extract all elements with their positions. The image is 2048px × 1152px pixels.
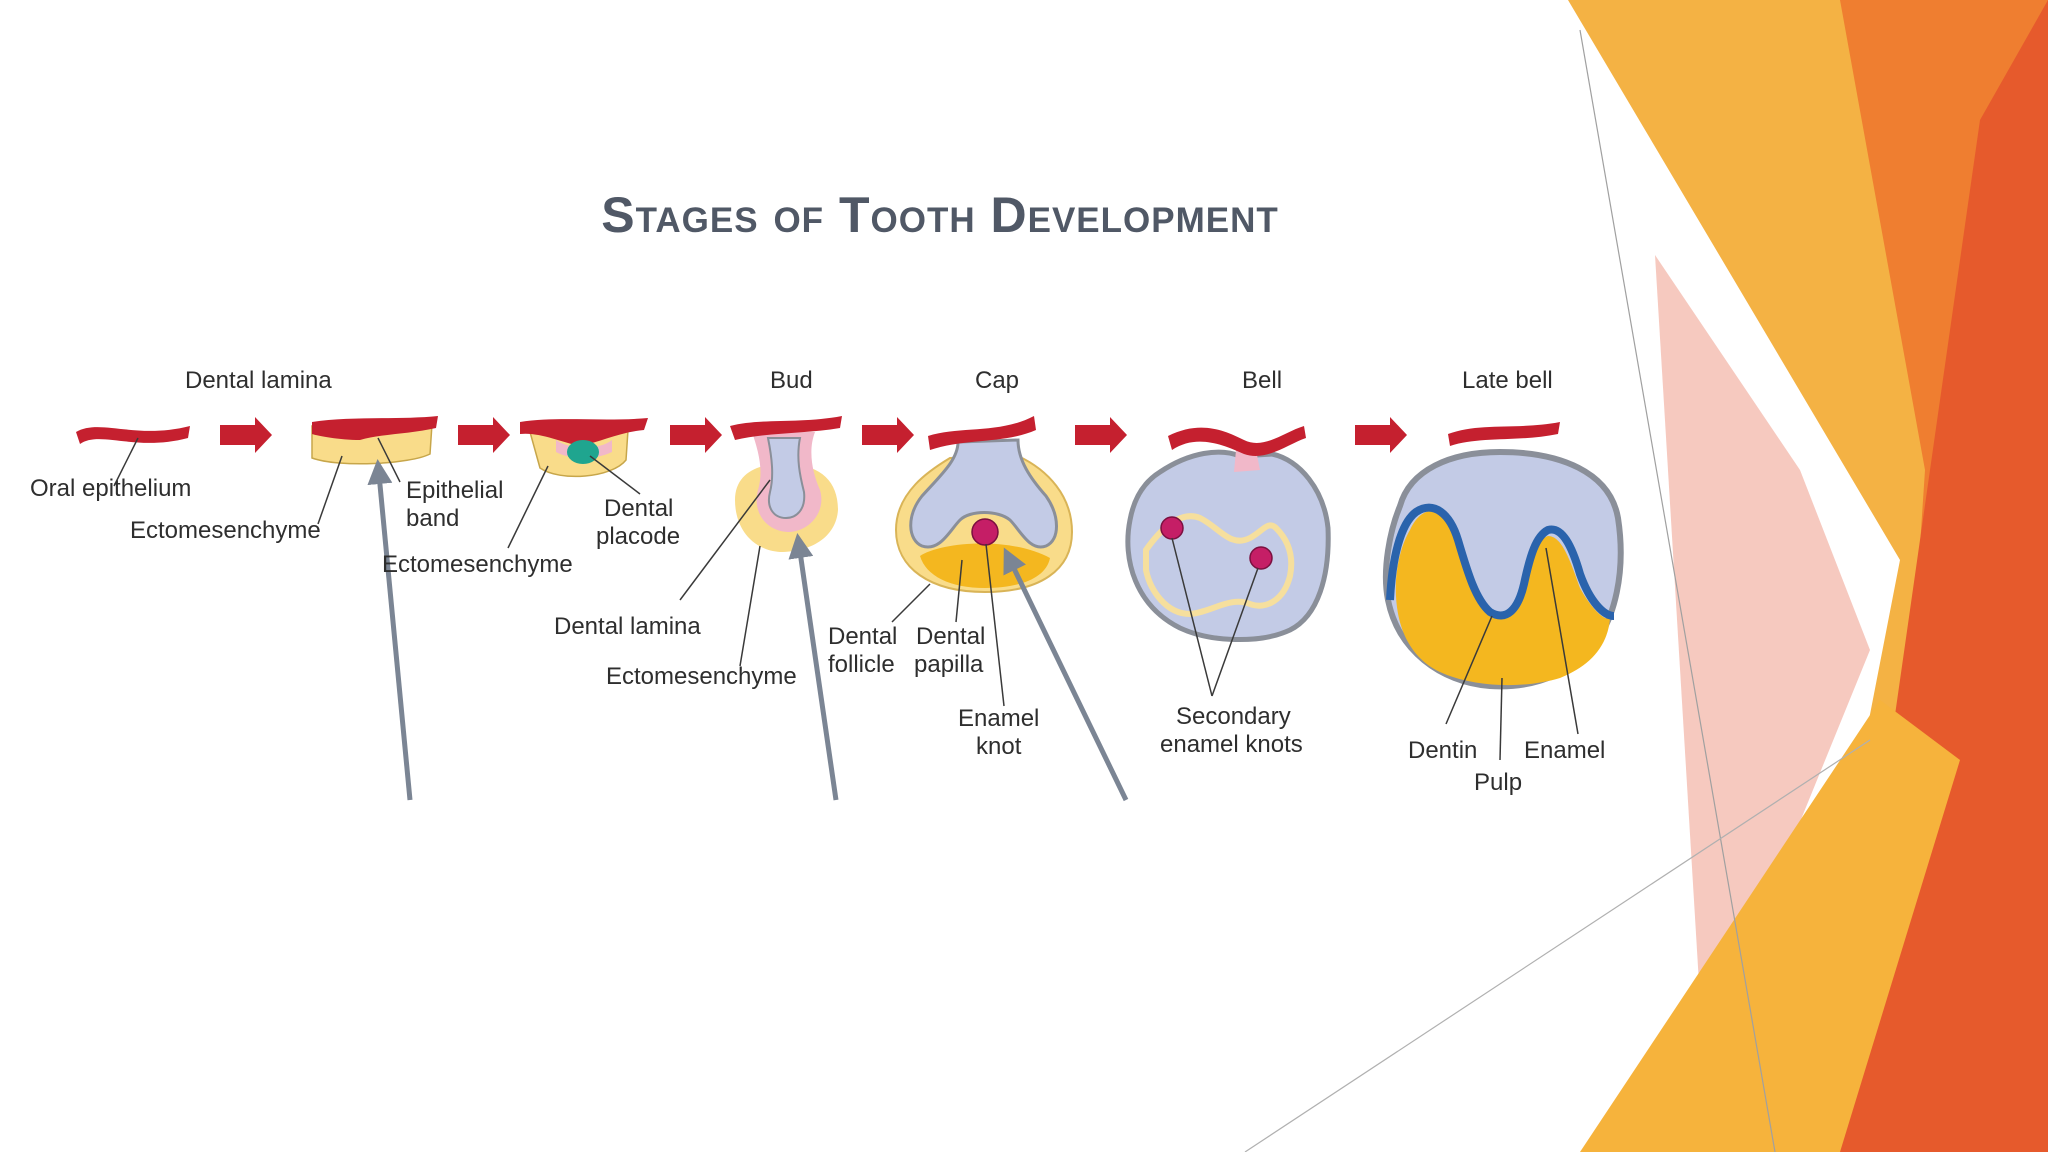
progression-arrow-3 bbox=[670, 417, 722, 453]
deco-red-orange-panel bbox=[1760, 0, 2048, 1152]
stage-bell bbox=[1125, 426, 1331, 643]
deco-yellow-panel bbox=[1580, 700, 1960, 1152]
stage-label-bud: Bud bbox=[770, 367, 813, 394]
cap-epithelium bbox=[928, 416, 1036, 450]
pointer-arrow-3 bbox=[1003, 547, 1129, 802]
cap-enamel-knot bbox=[971, 518, 999, 546]
leader-pulp bbox=[1499, 677, 1503, 761]
leader-ectomesenchyme-2 bbox=[507, 465, 549, 549]
leader-dental-papilla bbox=[955, 559, 963, 623]
stage-label-late-bell: Late bell bbox=[1462, 367, 1553, 394]
leader-dental-placode bbox=[589, 455, 641, 495]
bell-secondary-knot-1 bbox=[1160, 516, 1184, 540]
bud-enamel-organ bbox=[766, 437, 806, 520]
stage-oral-epithelium bbox=[76, 426, 190, 444]
progression-arrow-4 bbox=[862, 417, 914, 453]
oral-epithelium-band bbox=[76, 426, 190, 444]
label-ectomesenchyme-2: Ectomesenchyme bbox=[382, 551, 573, 578]
stage-bud bbox=[730, 416, 842, 552]
label-secondary-knots-line1: Secondary bbox=[1176, 703, 1291, 730]
progression-arrow-6 bbox=[1355, 417, 1407, 453]
label-dentin: Dentin bbox=[1408, 737, 1477, 764]
bell-inner-epithelium-line bbox=[1143, 513, 1295, 618]
stage-label-cap: Cap bbox=[975, 367, 1019, 394]
leader-enamel-knot bbox=[985, 543, 1005, 707]
label-secondary-knots-line2: enamel knots bbox=[1160, 731, 1303, 758]
leader-dentin bbox=[1445, 615, 1493, 725]
bell-epithelium bbox=[1168, 426, 1306, 457]
label-epithelial-band-line1: Epithelial bbox=[406, 477, 503, 504]
label-enamel: Enamel bbox=[1524, 737, 1605, 764]
bell-enamel-organ bbox=[1125, 449, 1331, 643]
late-bell-epithelium bbox=[1448, 422, 1560, 446]
pointer-arrow-1 bbox=[367, 459, 413, 801]
progression-arrow-2 bbox=[458, 417, 510, 453]
label-ectomesenchyme-3: Ectomesenchyme bbox=[606, 663, 797, 690]
tooth-development-diagram: Dental lamina Bud Cap Bell Late bell bbox=[30, 367, 1624, 802]
stage-epithelial-band bbox=[311, 416, 438, 465]
progression-arrows bbox=[220, 417, 1407, 453]
leader-secondary-knot-2 bbox=[1211, 567, 1259, 697]
placode-epithelium bbox=[520, 418, 648, 446]
stage-label-dental-lamina: Dental lamina bbox=[185, 367, 332, 394]
label-enamel-knot-line2: knot bbox=[976, 733, 1022, 760]
stage-late-bell bbox=[1382, 422, 1624, 690]
label-oral-epithelium: Oral epithelium bbox=[30, 475, 191, 502]
leader-ectomesenchyme-1 bbox=[317, 455, 343, 525]
leader-lines bbox=[113, 437, 1579, 761]
label-dental-papilla-line2: papilla bbox=[914, 651, 984, 678]
leader-dental-lamina-bud bbox=[679, 479, 771, 601]
label-dental-placode-line2: placode bbox=[596, 523, 680, 550]
label-enamel-knot-line1: Enamel bbox=[958, 705, 1039, 732]
leader-epithelial-band bbox=[377, 437, 401, 483]
bud-epithelium bbox=[730, 416, 842, 440]
deco-pink-panel bbox=[1655, 255, 1870, 1000]
deco-thin-line-1 bbox=[1579, 29, 1776, 1152]
leader-secondary-knot-1 bbox=[1171, 537, 1213, 697]
label-dental-placode-line1: Dental bbox=[604, 495, 673, 522]
label-dental-follicle-line1: Dental bbox=[828, 623, 897, 650]
late-bell-pulp bbox=[1395, 511, 1610, 686]
cap-enamel-organ bbox=[909, 438, 1058, 549]
dental-placode-shape bbox=[567, 440, 599, 464]
label-epithelial-band-line2: band bbox=[406, 505, 459, 532]
progression-arrow-5 bbox=[1075, 417, 1127, 453]
label-pulp: Pulp bbox=[1474, 769, 1522, 796]
label-dental-follicle-line2: follicle bbox=[828, 651, 895, 678]
deco-thin-line-2 bbox=[1244, 739, 1871, 1152]
leader-dental-follicle bbox=[891, 583, 931, 623]
epithelial-band-shape bbox=[312, 416, 438, 440]
bell-secondary-knot-2 bbox=[1249, 546, 1273, 570]
leader-enamel bbox=[1545, 547, 1579, 735]
stage-dental-placode bbox=[520, 418, 648, 478]
label-dental-papilla-line1: Dental bbox=[916, 623, 985, 650]
leader-ectomesenchyme-3 bbox=[739, 545, 761, 667]
progression-arrow-1 bbox=[220, 417, 272, 453]
pointer-arrow-2 bbox=[788, 533, 839, 801]
label-dental-lamina-bud: Dental lamina bbox=[554, 613, 701, 640]
late-bell-dentin-line bbox=[1386, 503, 1615, 620]
leader-oral-epithelium bbox=[113, 437, 139, 487]
label-ectomesenchyme-1: Ectomesenchyme bbox=[130, 517, 321, 544]
stage-label-bell: Bell bbox=[1242, 367, 1282, 394]
stage-cap bbox=[894, 416, 1074, 594]
slide-title: Stages of Tooth Development bbox=[601, 187, 1279, 243]
pointer-arrows bbox=[367, 459, 1129, 802]
